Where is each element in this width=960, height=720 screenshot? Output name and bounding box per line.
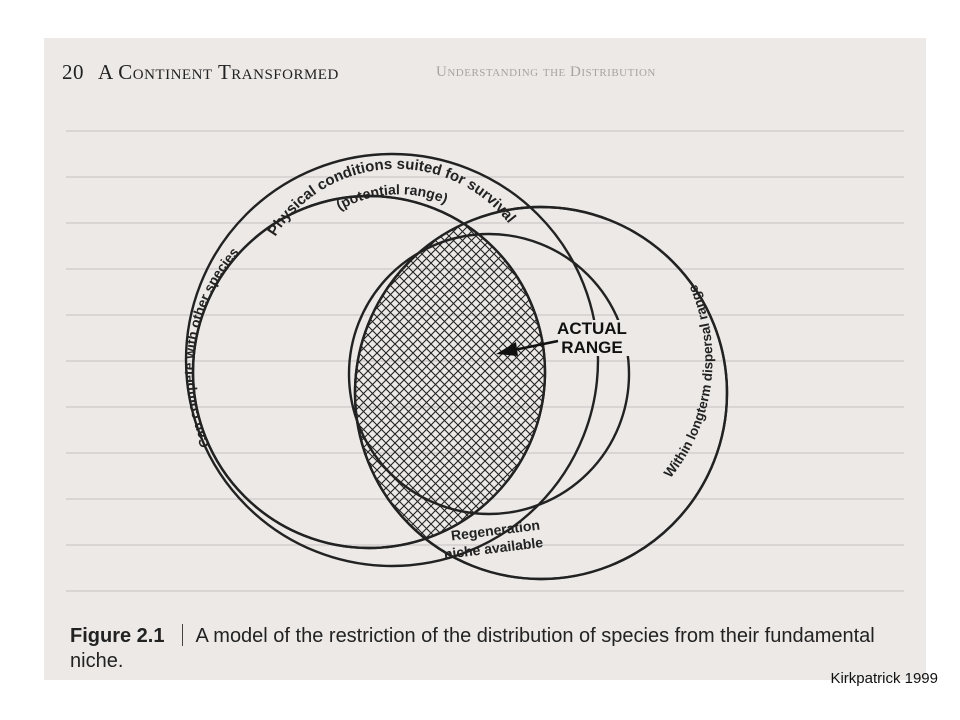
running-head: 20 A Continent Transformed [62, 60, 339, 85]
book-title: A Continent Transformed [98, 60, 339, 84]
potential-range-circle [184, 152, 600, 568]
actual-range-label-line1: ACTUAL [557, 319, 627, 338]
regeneration-niche-circle [347, 232, 631, 516]
competition-label: Can compete with other species [182, 245, 242, 451]
bleed-through-line [66, 130, 904, 132]
niche-venn-diagram: Physical conditions suited for survival … [182, 152, 729, 581]
scanned-book-page: 20 A Continent Transformed Understanding … [44, 38, 926, 680]
source-credit: Kirkpatrick 1999 [830, 670, 938, 687]
dispersal-range-label: Within longterm dispersal range [661, 282, 716, 480]
bleed-through-line [66, 590, 904, 592]
figure-label: Figure 2.1 [70, 625, 165, 647]
actual-range-callout: ACTUAL RANGE [496, 319, 635, 357]
page-number: 20 [62, 60, 84, 84]
figure-caption-text: A model of the restriction of the distri… [70, 625, 875, 672]
actual-range-hatched-area [355, 207, 545, 548]
actual-range-label-line2: RANGE [561, 338, 622, 357]
callout-arrow-head-icon [496, 342, 518, 356]
callout-arrow-shaft [513, 339, 559, 352]
bleed-through-line [66, 222, 904, 224]
caption-divider [182, 624, 184, 646]
faded-running-head: Understanding the Distribution [436, 64, 656, 80]
